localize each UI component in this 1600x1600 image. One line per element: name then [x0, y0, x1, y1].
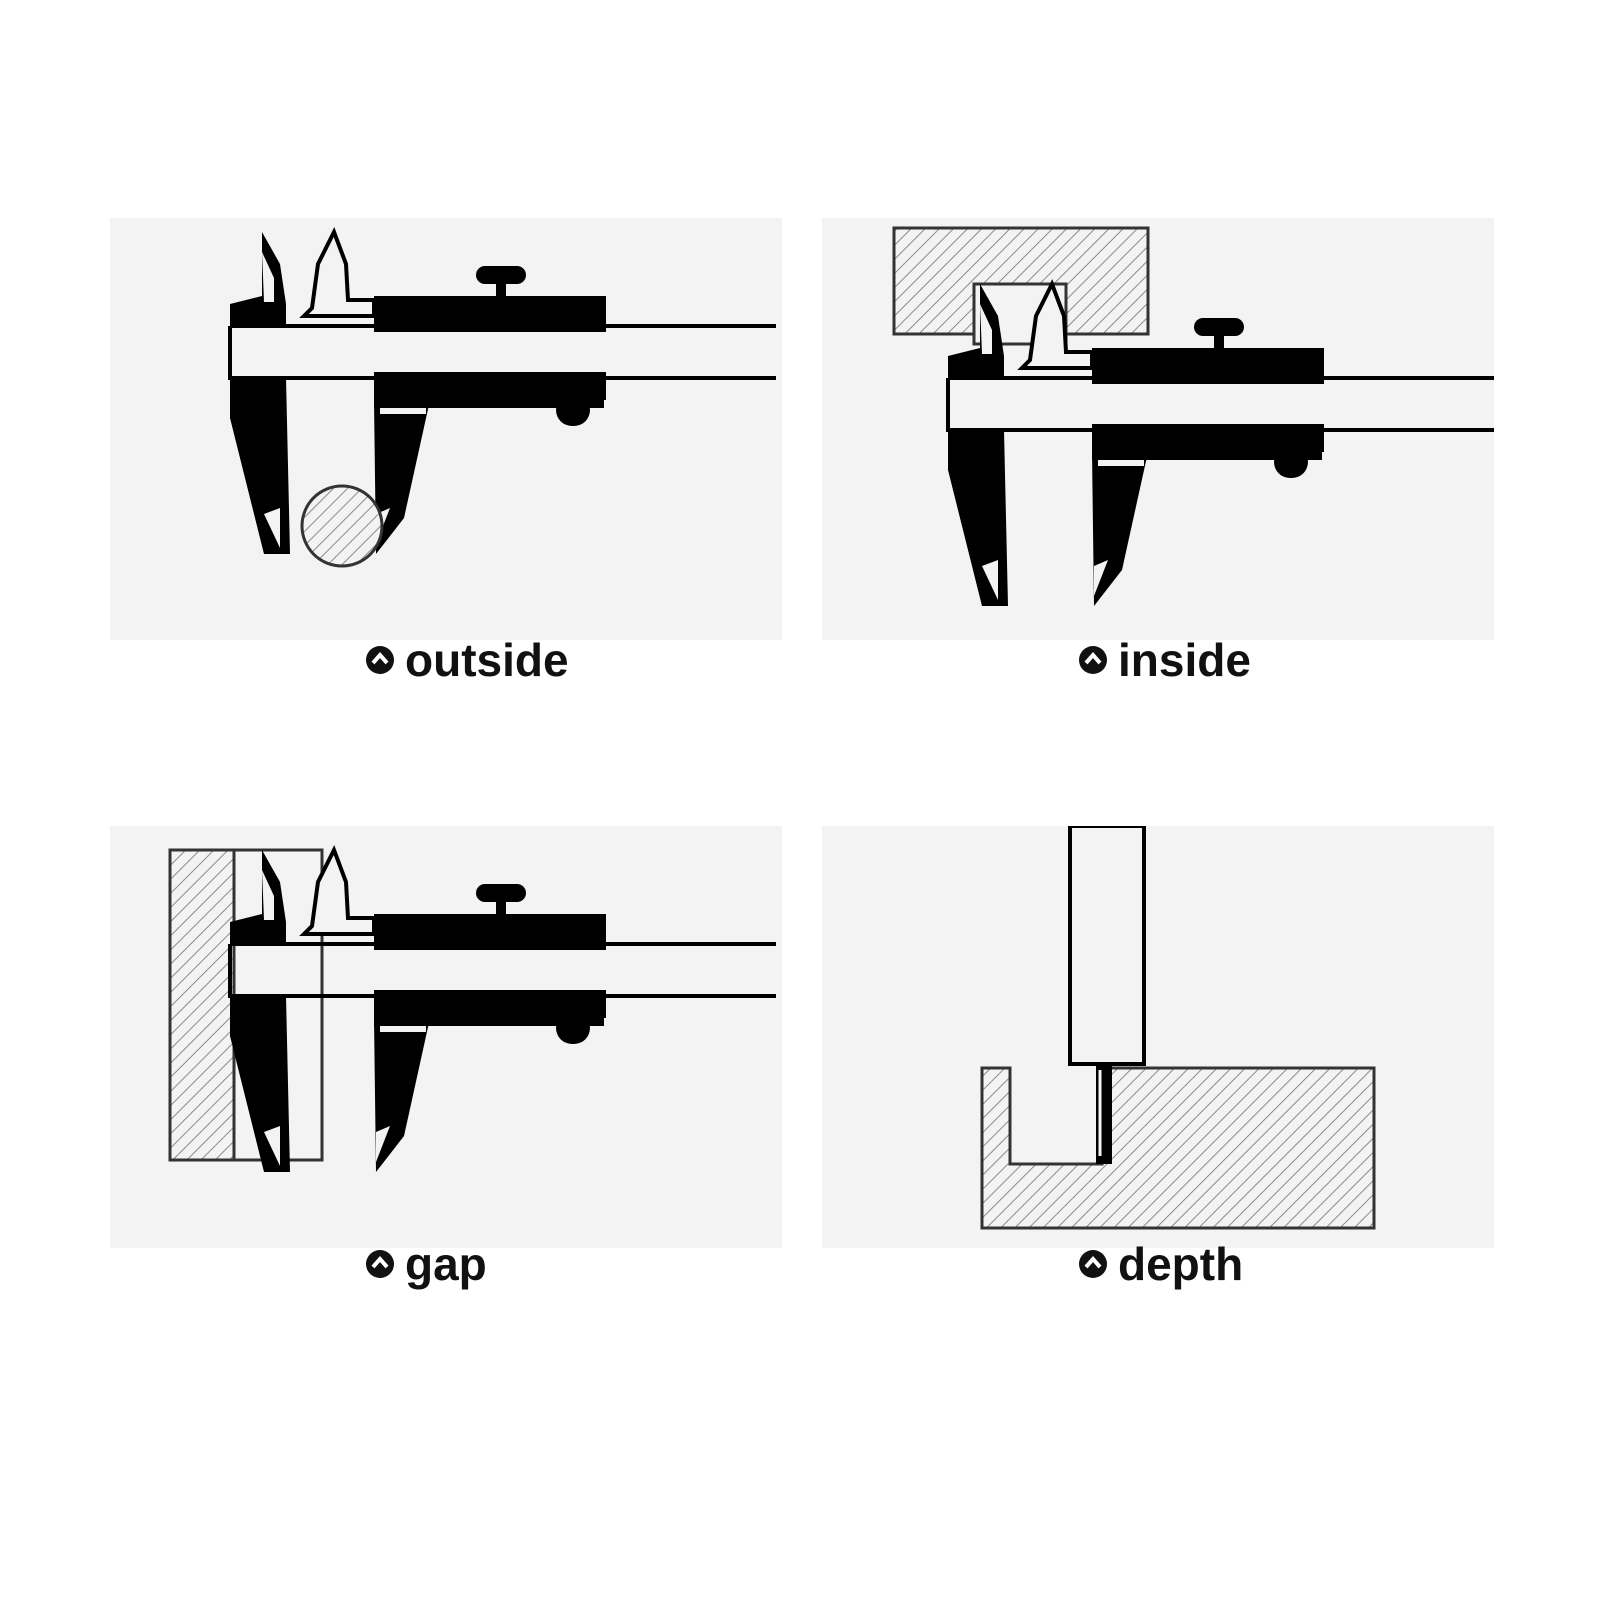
- gap-caption: gap: [365, 1236, 487, 1292]
- depth-measurement-diagram: [980, 826, 1376, 1230]
- outside-measurement-diagram: [228, 230, 778, 568]
- caliper-beam: [1068, 826, 1146, 1066]
- stepped-workpiece: [980, 1066, 1376, 1230]
- up-chevron-circle-icon: [1078, 645, 1108, 675]
- up-chevron-circle-icon: [1078, 1249, 1108, 1279]
- inside-measurement-diagram: [892, 226, 1494, 608]
- gap-measurement-diagram: [168, 848, 778, 1174]
- outside-label: outside: [405, 634, 569, 686]
- step-workpiece: [168, 848, 236, 1162]
- gap-label: gap: [405, 1238, 487, 1290]
- depth-rod: [1096, 1064, 1112, 1164]
- depth-measurement-panel: [822, 826, 1494, 1248]
- outside-measurement-panel: [110, 218, 782, 640]
- inside-measurement-panel: [822, 218, 1494, 640]
- inside-label: inside: [1118, 634, 1251, 686]
- gap-measurement-panel: [110, 826, 782, 1248]
- round-workpiece: [300, 484, 384, 568]
- outside-caption: outside: [365, 632, 569, 688]
- depth-caption: depth: [1078, 1236, 1243, 1292]
- inside-caption: inside: [1078, 632, 1251, 688]
- up-chevron-circle-icon: [365, 1249, 395, 1279]
- up-chevron-circle-icon: [365, 645, 395, 675]
- depth-label: depth: [1118, 1238, 1244, 1290]
